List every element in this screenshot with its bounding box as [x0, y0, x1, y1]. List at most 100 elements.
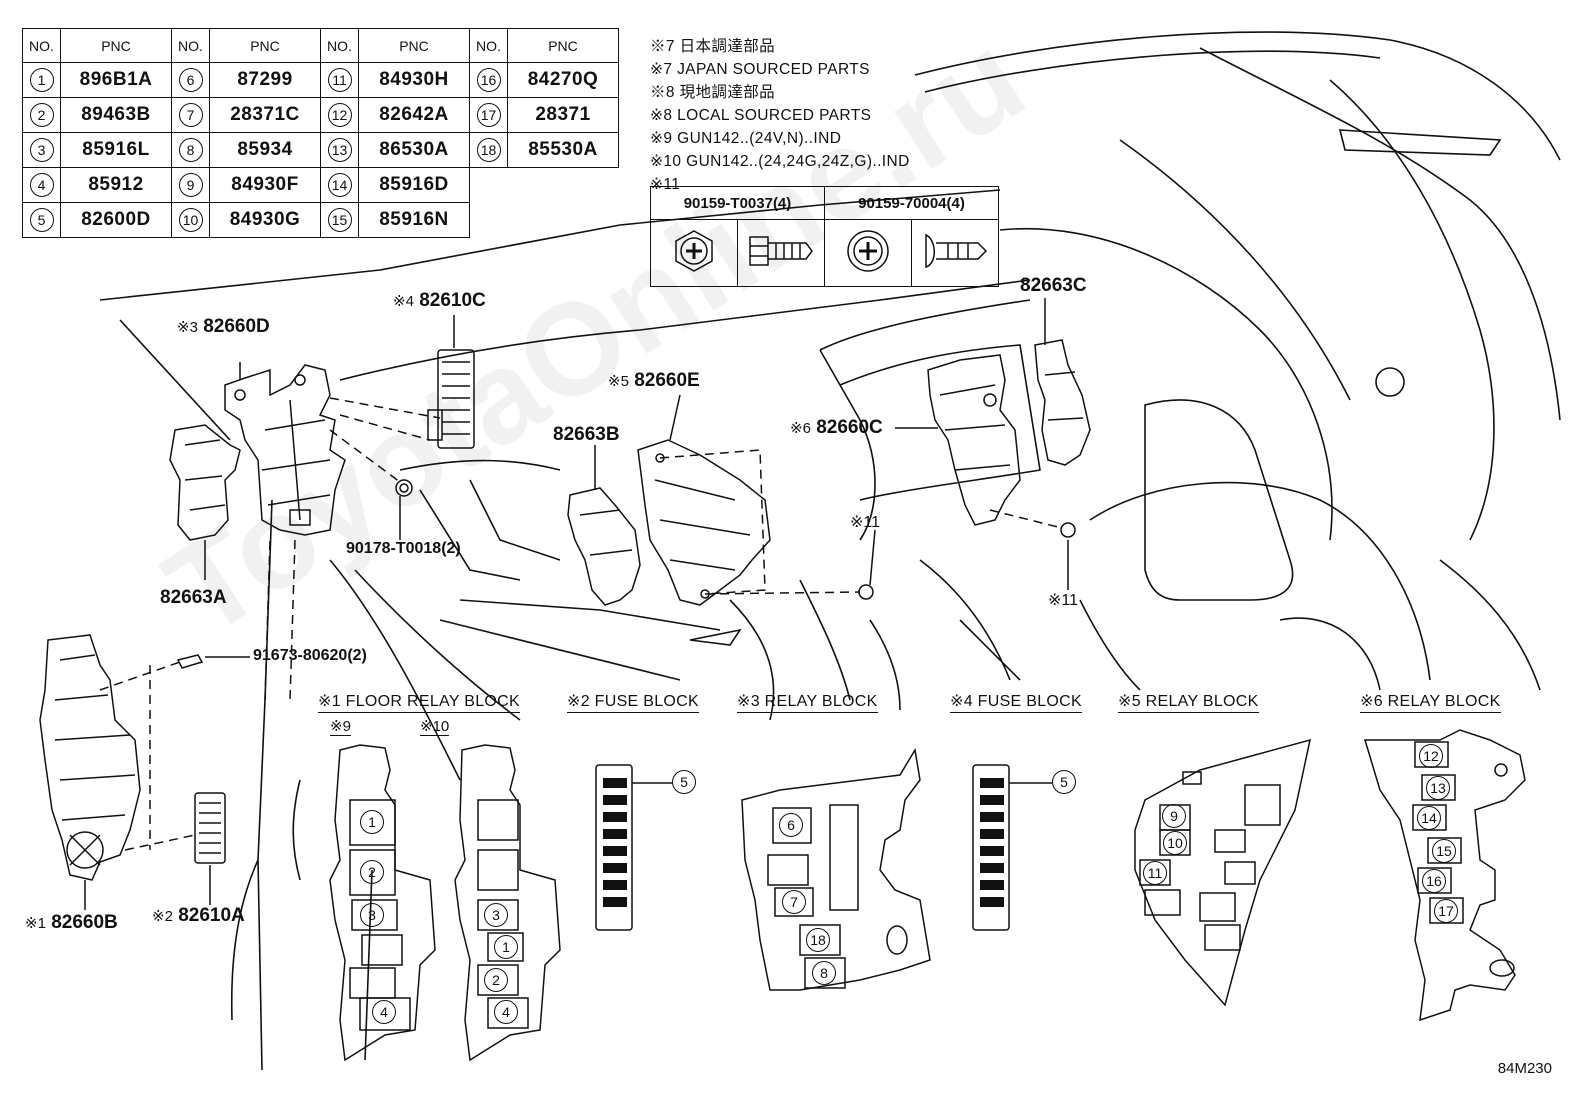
section-relay-block-6: ※6 RELAY BLOCK	[1360, 691, 1501, 713]
callout-relay6: 12	[1419, 744, 1443, 768]
label-82660D[interactable]: ※3 82660D	[177, 316, 270, 338]
item-number: 6	[178, 68, 203, 92]
callout-floor9: 3	[360, 903, 384, 927]
callout-relay6: 15	[1432, 839, 1456, 863]
note-mark: ※1	[25, 915, 46, 932]
part-number-link[interactable]: 85530A	[507, 132, 619, 168]
relay-block-82660E	[637, 439, 771, 606]
label-82660B[interactable]: ※1 82660B	[25, 912, 118, 934]
pnc-row: 1 896B1A 6 87299 11 84930H 16 84270Q	[22, 62, 619, 98]
label-82663C[interactable]: 82663C	[1020, 275, 1087, 296]
callout-floor9: 4	[372, 1000, 396, 1024]
header-no: NO.	[22, 28, 61, 63]
section-fuse-block-2: ※2 FUSE BLOCK	[567, 691, 700, 713]
part-number-link[interactable]: 85934	[209, 132, 321, 168]
screw-11b	[1060, 522, 1076, 538]
callout-floor10: 4	[494, 1000, 518, 1024]
fuse-block-82610A	[194, 792, 226, 864]
part-number-link[interactable]: 86530A	[358, 132, 470, 168]
pan-head-icon	[847, 229, 889, 272]
part-number-link[interactable]: 84270Q	[507, 62, 619, 98]
part-number: 82610A	[178, 905, 245, 926]
note-line: ※7 日本調達部品	[650, 38, 776, 55]
pnc-row: 2 89463B 7 28371C 12 82642A 17 28371	[22, 97, 619, 133]
header-pnc: PNC	[60, 28, 172, 63]
fuse-block-82610C	[427, 349, 475, 449]
item-number: 18	[476, 138, 501, 162]
callout-relay6: 16	[1422, 869, 1446, 893]
pnc-row: 3 85916L 8 85934 13 86530A 18 85530A	[22, 132, 619, 168]
fastener-part-number-link[interactable]: 90159-T0037(4)	[650, 186, 825, 220]
nut-90178	[395, 479, 413, 497]
callout-relay6: 14	[1417, 806, 1441, 830]
relay-block-82660D	[224, 364, 346, 536]
part-number: 82660C	[816, 417, 883, 438]
fastener-part-number-link[interactable]: 90159-70004(4)	[824, 186, 999, 220]
section-fuse-block-4: ※4 FUSE BLOCK	[950, 691, 1083, 713]
header-no: NO.	[171, 28, 210, 63]
hex-head-icon	[675, 229, 713, 272]
callout-relay5: 11	[1143, 861, 1167, 885]
label-82663B[interactable]: 82663B	[553, 424, 620, 445]
label-90178[interactable]: 90178-T0018(2)	[346, 540, 461, 557]
label-11a: ※11	[850, 514, 881, 531]
part-number-link[interactable]: 89463B	[60, 97, 172, 133]
note-mark: ※6	[790, 420, 811, 437]
label-82660C[interactable]: ※6 82660C	[790, 417, 883, 439]
note-mark: ※3	[177, 319, 198, 336]
part-number-link[interactable]: 85916N	[358, 202, 470, 238]
part-number-link[interactable]: 84930G	[209, 202, 321, 238]
callout-relay3: 6	[779, 813, 803, 837]
header-pnc: PNC	[209, 28, 321, 63]
empty-cell	[470, 203, 619, 238]
leader-11a	[869, 529, 876, 586]
note-line: ※7 JAPAN SOURCED PARTS	[650, 61, 870, 78]
label-82610C[interactable]: ※4 82610C	[393, 290, 486, 312]
callout-floor10: 3	[484, 903, 508, 927]
item-number: 10	[178, 208, 203, 232]
part-number: 82660B	[51, 912, 118, 933]
part-number: 82610C	[419, 290, 486, 311]
pan-screw-side-icon	[925, 233, 988, 268]
part-number-link[interactable]: 85912	[60, 167, 172, 203]
part-number-link[interactable]: 85916D	[358, 167, 470, 203]
item-number: 12	[327, 103, 352, 127]
relay-block-layout-3	[741, 747, 931, 991]
pnc-row: 4 85912 9 84930F 14 85916D	[22, 167, 619, 203]
figure-id: 84M230	[1497, 1060, 1552, 1077]
part-number-link[interactable]: 896B1A	[60, 62, 172, 98]
item-number: 9	[178, 173, 203, 197]
part-number-link[interactable]: 87299	[209, 62, 321, 98]
callout-fuse4: 5	[1052, 770, 1076, 794]
part-number-link[interactable]: 84930H	[358, 62, 470, 98]
part-number-link[interactable]: 28371	[507, 97, 619, 133]
part-number-link[interactable]: 84930F	[209, 167, 321, 203]
label-82663A[interactable]: 82663A	[160, 587, 227, 608]
header-pnc: PNC	[507, 28, 619, 63]
callout-relay6: 17	[1434, 899, 1458, 923]
item-number: 1	[29, 68, 54, 92]
part-number: 82660E	[634, 370, 700, 391]
part-number-link[interactable]: 85916L	[60, 132, 172, 168]
pnc-row: 5 82600D 10 84930G 15 85916N	[22, 202, 619, 238]
section-relay-block-5: ※5 RELAY BLOCK	[1118, 691, 1259, 713]
dashed-leader-lines	[99, 397, 1063, 851]
fuse-block-layout-2	[595, 764, 672, 931]
part-number-link[interactable]: 82642A	[358, 97, 470, 133]
part-number-link[interactable]: 28371C	[209, 97, 321, 133]
note-line: ※9 GUN142..(24V,N)..IND	[650, 130, 842, 147]
label-82610A[interactable]: ※2 82610A	[152, 905, 245, 927]
item-number: 7	[178, 103, 203, 127]
part-number-link[interactable]: 82600D	[60, 202, 172, 238]
item-number: 4	[29, 173, 54, 197]
item-number: 17	[476, 103, 501, 127]
label-91673[interactable]: 91673-80620(2)	[253, 647, 367, 664]
part-number: 82660D	[203, 316, 270, 337]
item-number: 16	[476, 68, 501, 92]
note-line: ※8 現地調達部品	[650, 84, 776, 101]
header-no: NO.	[469, 28, 508, 63]
label-82660E[interactable]: ※5 82660E	[608, 370, 700, 392]
